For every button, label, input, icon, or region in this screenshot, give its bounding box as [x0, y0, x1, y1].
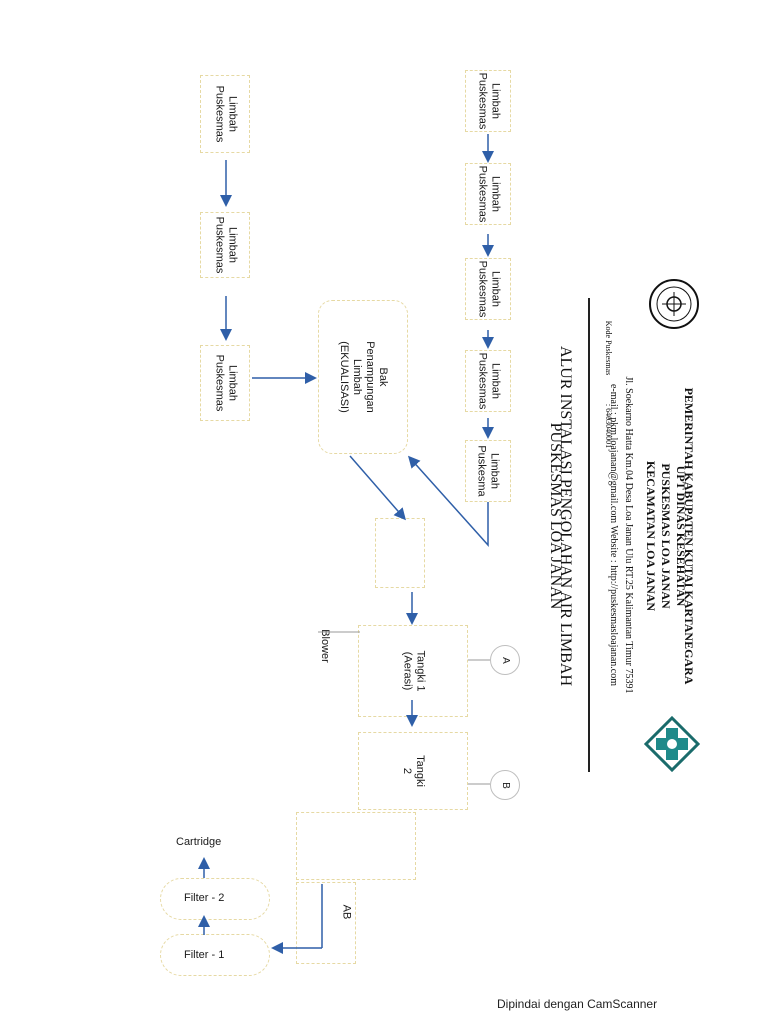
arrow-bak-to-intermediate — [349, 455, 406, 521]
ab-column-box — [296, 882, 356, 964]
right-limbah-box-5: Limbah Puskesma — [465, 440, 511, 502]
line-right-return — [407, 455, 489, 547]
header-divider — [588, 298, 590, 772]
left-limbah-box-2: Limbah Puskesmas — [200, 212, 250, 278]
filter-2-unit — [160, 878, 270, 920]
right-limbah-box-2: Limbah Puskesmas — [465, 163, 511, 225]
scanner-footer: Dipindai dengan CamScanner — [497, 997, 658, 1011]
cartridge-label: Cartridge — [176, 836, 222, 848]
right-limbah-box-4: Limbah Puskesmas — [465, 350, 511, 412]
dinas-kesehatan-logo-icon — [643, 715, 701, 773]
circle-a: A — [490, 645, 520, 675]
filter-1-label: Filter - 1 — [184, 949, 225, 961]
settling-box — [296, 812, 416, 880]
circle-b: B — [490, 770, 520, 800]
filter-2-label: Filter - 2 — [184, 892, 225, 904]
filter-1-unit — [160, 934, 270, 976]
equalization-tank-box: Bak Penampungan Limbah (EKUALISASI) — [318, 300, 408, 454]
tank-2-box: Tangki 2 — [358, 732, 468, 810]
right-limbah-box-1: Limbah Puskesmas — [465, 70, 511, 132]
kutai-kartanegara-seal-icon — [648, 278, 700, 330]
left-limbah-box-3: Limbah Puskesmas — [200, 345, 250, 421]
left-limbah-box-1: Limbah Puskesmas — [200, 75, 250, 153]
right-limbah-box-3: Limbah Puskesmas — [465, 258, 511, 320]
